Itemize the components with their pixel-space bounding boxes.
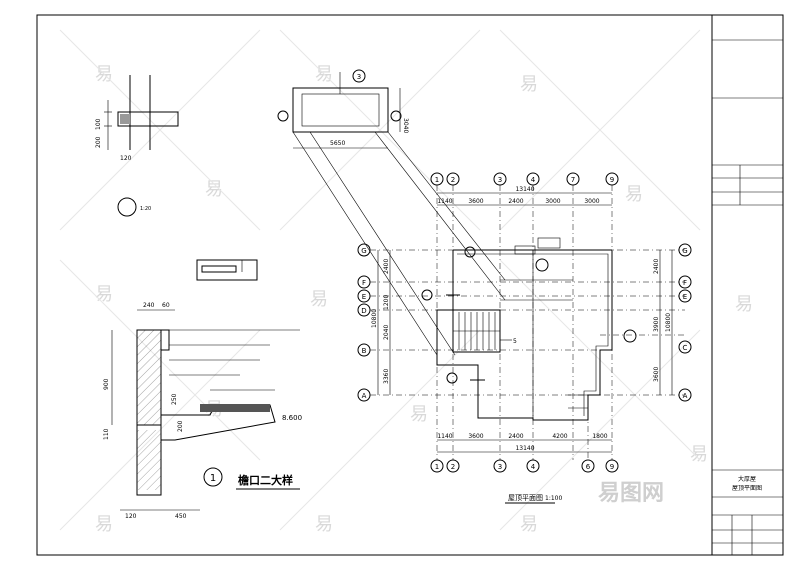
watermark-glyph: 易	[310, 289, 328, 310]
drawing-label: 2	[451, 463, 455, 471]
drawing-label: G	[361, 247, 366, 255]
drawing-label: G	[682, 247, 687, 255]
small-detail-dim: 120	[120, 155, 132, 162]
drawing-label: 3600	[653, 367, 660, 382]
drawing-label: 2400	[508, 198, 523, 205]
roof-plan: 5 1 2 3 4 7 9 1 2 3 4 6	[357, 172, 692, 504]
watermark-layer: 易 易 易 易 易 易 易 易 易 易 易 易 易 易 易图网	[59, 29, 753, 535]
drawing-label: 2400	[508, 433, 523, 440]
top-box-index: 3	[357, 73, 361, 81]
drawing-label: 6	[586, 463, 591, 471]
axis-bubbles-left: G F E D B A	[357, 243, 371, 402]
drawing-label: 4	[531, 463, 536, 471]
watermark-glyph: 易	[735, 294, 753, 315]
drawing-label: 1140	[437, 433, 452, 440]
watermark-glyph: 易	[95, 514, 113, 535]
drawing-label: 3600	[468, 198, 483, 205]
top-box-detail: 3 5650 3040	[277, 69, 506, 356]
small-wall-detail: 100 200 120 1:20	[95, 75, 179, 217]
drawing-label: 4200	[552, 433, 567, 440]
top-dimensions: 13140 1140 3600 2400 3000 3000	[437, 186, 612, 206]
drawing-label: 3600	[468, 433, 483, 440]
drawing-label: 9	[610, 463, 614, 471]
left-dimensions: 10800 2400 1200 2040 3360	[371, 250, 391, 395]
watermark-glyph: 易	[690, 444, 708, 465]
drawing-label: 2	[451, 176, 455, 184]
detail-dim: 250	[171, 393, 178, 405]
drawing-label: 3360	[383, 369, 390, 384]
detail-dim: 200	[177, 420, 184, 432]
drawing-label: D	[361, 307, 366, 315]
stair-label: 5	[513, 338, 517, 345]
drawing-label: 3900	[653, 317, 660, 332]
detail-dim: 240	[143, 302, 155, 309]
drawing-label: F	[362, 279, 366, 287]
watermark-glyph: 易	[625, 184, 643, 205]
drawing-label: 10800	[371, 309, 378, 328]
bottom-dimensions: 1140 3600 2400 4200 1800 13140	[437, 433, 612, 453]
drawing-label: E	[362, 293, 366, 301]
detail-dim: 900	[103, 378, 110, 390]
top-box-width: 5650	[330, 140, 345, 147]
watermark-glyph: 易	[205, 179, 223, 200]
watermark-brand: 易图网	[598, 481, 664, 506]
drawing-label: 2400	[653, 259, 660, 274]
drawing-label: A	[683, 392, 688, 400]
sheet-frame	[36, 14, 784, 556]
title-block: 大厚屋 屋顶平面图	[711, 15, 783, 555]
watermark-glyph: 易	[95, 284, 113, 305]
detail-dim: 120	[125, 513, 137, 520]
drawing-label: 1140	[437, 198, 452, 205]
drawing-label: 3	[498, 463, 502, 471]
drawing-label: 2040	[383, 325, 390, 340]
drawing-label: 13140	[515, 445, 534, 452]
plan-title: 屋顶平面图	[508, 494, 543, 502]
drawing-label: 13140	[515, 186, 534, 193]
detail-number: 1	[210, 473, 216, 484]
axis-bubbles-top: 1 2 3 4 7 9	[430, 172, 619, 186]
drawing-label: F	[683, 279, 687, 287]
drawing-label: 1800	[592, 433, 607, 440]
drawing-label: 10800	[665, 313, 672, 332]
axis-bubbles-bottom: 1 2 3 4 6 9	[430, 459, 619, 473]
axis-bubbles-right: G F E C A	[678, 243, 692, 402]
eaves-detail: 240 60 900 110 120 450 250 200 8.600 1 檐…	[103, 259, 302, 520]
small-detail-scale: 1:20	[140, 206, 151, 212]
drawing-label: 1	[435, 176, 439, 184]
detail-title: 檐口二大样	[238, 473, 293, 487]
right-dimensions: 2400 3900 3600 10800	[653, 250, 673, 395]
watermark-glyph: 易	[520, 74, 538, 95]
drawing-label: 1200	[383, 295, 390, 310]
title-block-project: 大厚屋	[738, 475, 756, 483]
drawing-label: 9	[610, 176, 614, 184]
detail-number-circle	[203, 467, 223, 487]
top-box-height: 3040	[402, 118, 409, 133]
watermark-glyph: 易	[315, 514, 333, 535]
watermark-glyph: 易	[410, 404, 428, 425]
drawing-label: 3000	[545, 198, 560, 205]
drawing-label: 3	[498, 176, 502, 184]
drawing-label: 4	[531, 176, 536, 184]
drawing-label: 2400	[383, 259, 390, 274]
small-detail-dim: 200	[95, 136, 102, 148]
drawing-label: B	[362, 347, 367, 355]
drawing-label: C	[683, 344, 688, 352]
drawing-label: 1	[435, 463, 439, 471]
title-block-sheet-name: 屋顶平面图	[732, 485, 762, 492]
watermark-glyph: 易	[520, 514, 538, 535]
detail-dim: 450	[175, 513, 187, 520]
drawing-label: 7	[571, 176, 575, 184]
drawing-label: E	[683, 293, 687, 301]
level-mark: 8.600	[282, 414, 302, 422]
detail-index-circle	[117, 197, 137, 217]
drawing-label: A	[362, 392, 367, 400]
detail-dim: 60	[162, 302, 170, 309]
small-detail-dim: 100	[95, 118, 102, 130]
drawing-label: 3000	[584, 198, 599, 205]
detail-dim: 110	[103, 428, 110, 440]
plan-scale: 1:100	[545, 495, 562, 502]
